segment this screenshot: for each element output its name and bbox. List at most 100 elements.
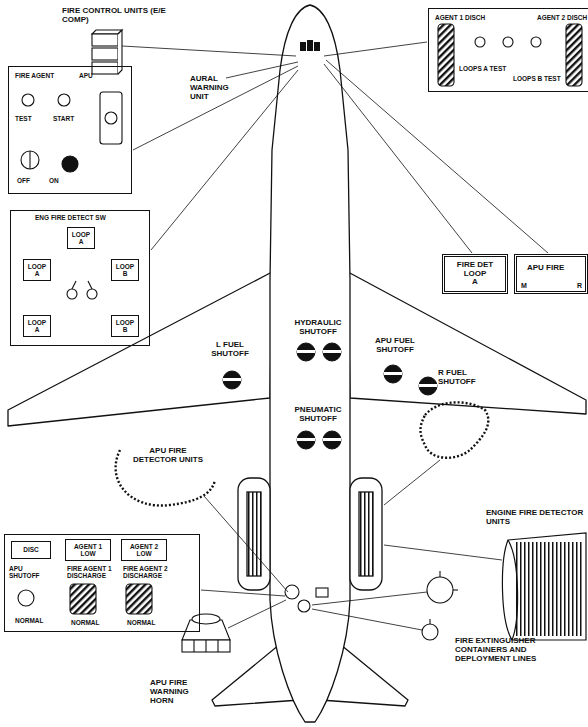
fire-control-unit: [92, 48, 118, 60]
panel-control: [503, 37, 513, 47]
leader-line: [384, 460, 440, 505]
panel-control: [531, 37, 541, 47]
callout-label: PNEUMATIC SHUTOFF: [288, 405, 348, 423]
engine-nacelle: [359, 492, 373, 576]
leader-line: [228, 600, 286, 628]
control-panel: APU SHUTOFF FIRE AGENT 1 DISCHARGE FIRE AG…: [4, 534, 200, 632]
airframe: [8, 5, 586, 722]
node-text: AGENT 1 LOW: [68, 543, 108, 557]
airframe: [8, 272, 272, 426]
node-text: ENG FIRE DETECT SW: [35, 214, 106, 221]
node-text: ON: [49, 177, 59, 184]
panel-control: [22, 94, 34, 106]
shutoff-valve: [223, 343, 437, 449]
shutoff-valve: [384, 372, 402, 375]
panel-control: [105, 112, 117, 124]
leader-line: [122, 42, 548, 630]
extinguisher-container: [429, 619, 430, 624]
leader-line: [324, 42, 427, 56]
engine-inset: [516, 542, 584, 636]
leader-line: [201, 590, 285, 596]
apu-equipment: [298, 600, 310, 612]
extinguisher-container: [422, 571, 458, 640]
shutoff-valve: [297, 350, 315, 353]
callout-label: ENGINE FIRE DETECTOR UNITS: [486, 508, 584, 526]
node-text: FIRE AGENT 1 DISCHARGE: [67, 565, 117, 579]
detector-loop: [116, 402, 489, 505]
warning-horn: [193, 640, 194, 652]
warning-horn: [192, 614, 220, 624]
shutoff-valve: [223, 371, 241, 389]
node-text: AGENT 2 LOW: [124, 543, 164, 557]
callout-label: R FUEL SHUTOFF: [438, 368, 490, 386]
leader-line: [312, 592, 427, 605]
node-text: NORMAL: [127, 619, 156, 626]
leader-line: [226, 62, 298, 78]
indicator-light: LOOP A: [23, 315, 51, 337]
shutoff-valve: [323, 350, 341, 353]
indicator-light: AGENT 1 LOW: [65, 539, 111, 561]
node-text: AGENT 2 DISCH: [537, 14, 587, 21]
airframe: [270, 5, 350, 722]
panel-control: [21, 151, 39, 169]
node-text: DISC: [23, 546, 39, 553]
shutoff-valve: [323, 343, 341, 361]
extinguisher-container: [453, 589, 458, 590]
control-panel: FIRE AGENTAPUTESTSTARTOFFON: [8, 66, 132, 194]
detector-loop: [420, 402, 488, 457]
leader-line: [204, 496, 288, 592]
indicator-light: LOOP B: [111, 315, 139, 337]
warning-horn: [182, 614, 230, 652]
leader-line: [326, 60, 548, 253]
warning-horn: [182, 640, 230, 652]
callout-label: AURAL WARNING UNIT: [190, 74, 240, 102]
indicator-light: DISC: [11, 541, 51, 559]
engine-nacelle: [238, 478, 382, 590]
panel-control: [566, 24, 582, 86]
warning-horn: [217, 640, 218, 652]
engine-inset: [502, 533, 586, 640]
node-text: LOOPS B TEST: [513, 75, 561, 82]
apu-equipment: [285, 585, 299, 599]
panel-control: [67, 289, 77, 299]
indicator-light: LOOP A: [67, 227, 95, 249]
panel-control: [100, 92, 122, 144]
node-text: R: [577, 282, 582, 290]
node-text: TEST: [15, 115, 32, 122]
shutoff-valve: [297, 343, 315, 361]
apu-equipment: [316, 588, 328, 597]
fire-control-unit: [92, 30, 122, 34]
shutoff-valve: [384, 365, 402, 383]
panel-control: [18, 590, 34, 606]
node-text: LOOP A: [70, 231, 92, 245]
leader-line: [324, 64, 472, 253]
panel-control: [88, 281, 92, 289]
callout-label: FIRE EXTINGUISHER CONTAINERS AND DEPLOYM…: [455, 636, 565, 664]
annunciator-light: APU FIREMR: [514, 254, 588, 294]
node-text: NORMAL: [71, 619, 100, 626]
node-text: FIRE AGENT 2 DISCHARGE: [123, 565, 175, 579]
fire-control-unit: [92, 30, 122, 74]
shutoff-valve: [297, 438, 315, 441]
callout-label: L FUEL SHUTOFF: [200, 340, 260, 358]
engine-nacelle: [247, 492, 261, 576]
leader-line: [384, 545, 502, 560]
indicator-light: AGENT 2 LOW: [121, 539, 167, 561]
indicator-light: LOOP A: [23, 259, 51, 281]
node-text: LOOP A: [26, 263, 48, 277]
shutoff-valve: [223, 378, 241, 381]
engine-inset: [502, 533, 586, 640]
cockpit-window: [300, 42, 306, 51]
panel-control: [58, 94, 70, 106]
extinguisher-container: [439, 571, 440, 577]
node-text: A: [472, 278, 478, 287]
panel-control: [29, 151, 30, 169]
control-panel: ENG FIRE DETECT SW LOOP A LOOP A LOOP B LOOP…: [10, 210, 150, 346]
node-text: LOOPS A TEST: [459, 65, 506, 72]
node-text: APU SHUTOFF: [9, 565, 53, 579]
node-text: OFF: [17, 177, 30, 184]
node-text: FIRE DET LOOP: [447, 261, 503, 279]
panel-control: [475, 37, 485, 47]
shutoff-valve: [323, 431, 341, 449]
